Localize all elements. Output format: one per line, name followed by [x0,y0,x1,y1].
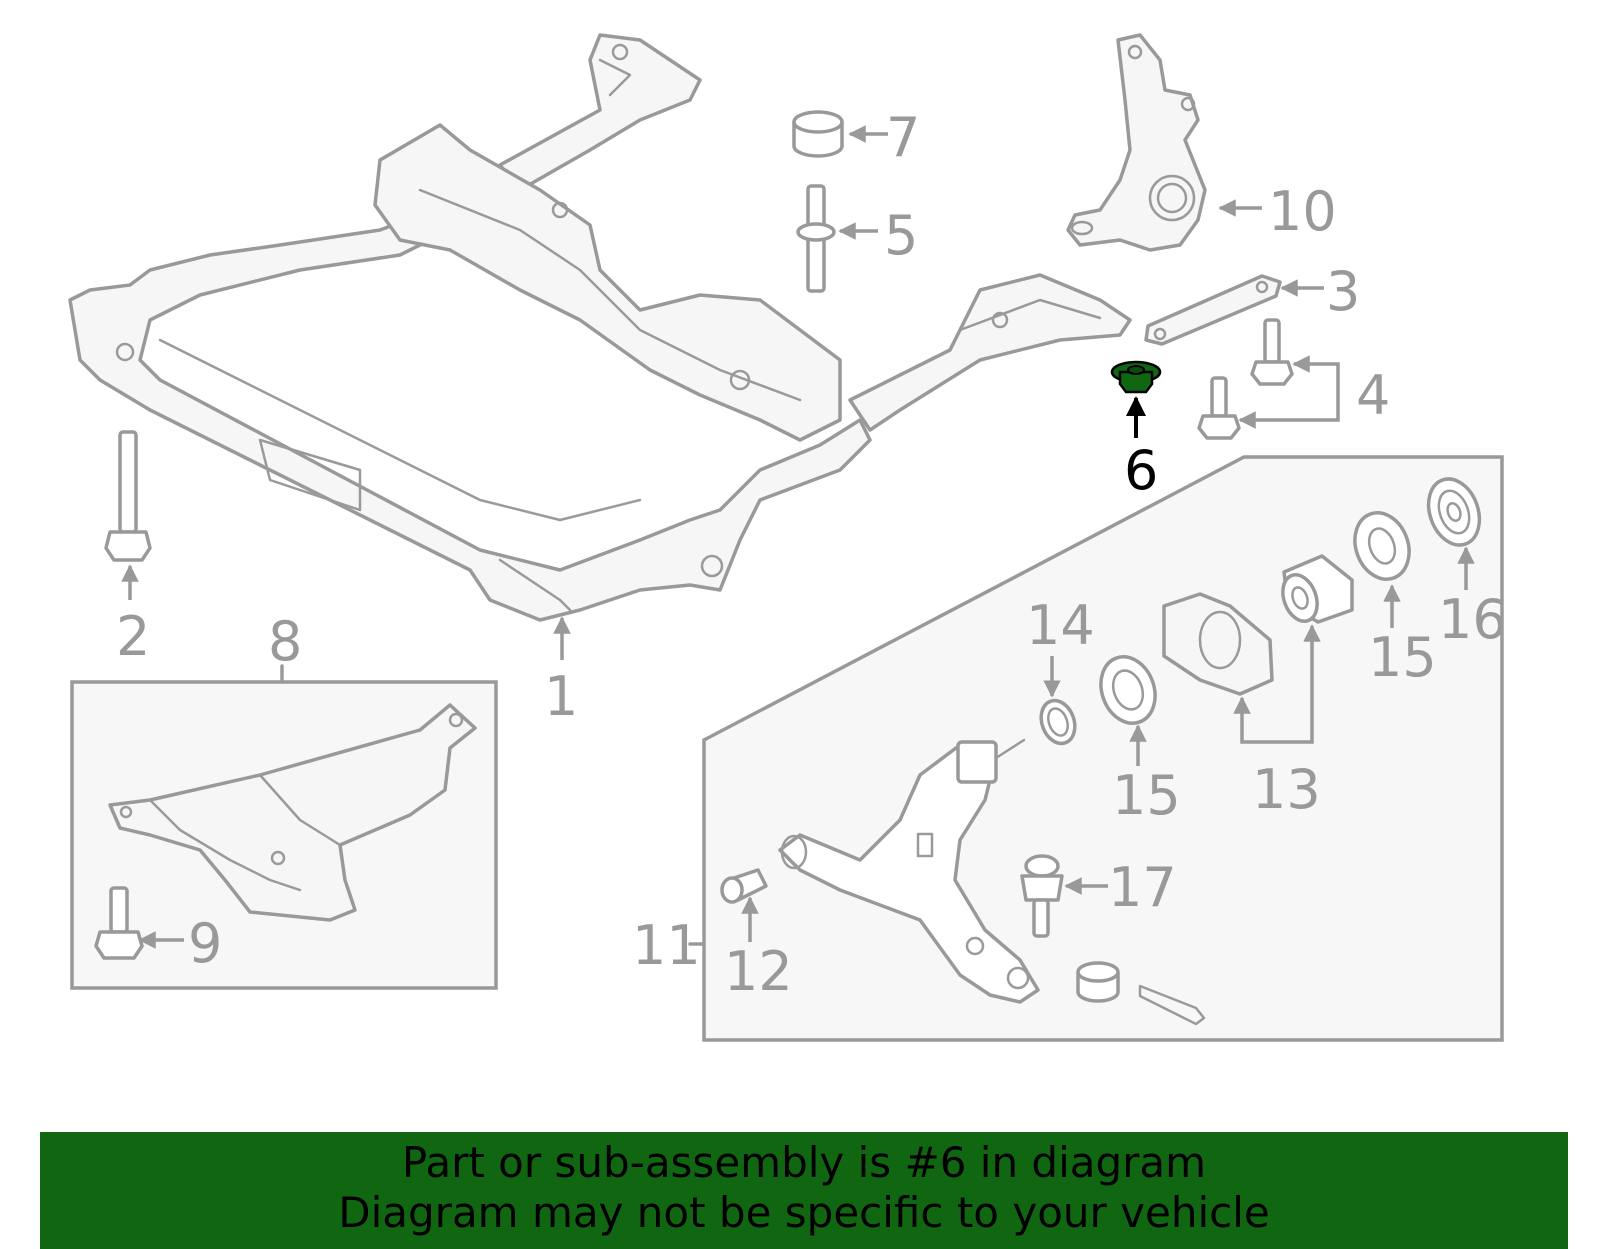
callout-1: 1 [544,665,578,728]
callout-10: 10 [1268,180,1337,243]
callout-16: 16 [1438,588,1507,651]
callout-15a: 15 [1112,764,1181,827]
part-3-bracket [1144,274,1282,346]
part-16-washer [1426,477,1482,547]
banner-line-2: Diagram may not be specific to your vehi… [338,1188,1270,1237]
info-banner: Part or sub-assembly is #6 in diagram Di… [40,1132,1568,1249]
callout-9: 9 [188,912,222,975]
part-9-bolt [94,886,144,960]
callout-14: 14 [1026,594,1095,657]
castle-nut [1076,961,1120,1003]
callout-17: 17 [1108,856,1177,919]
part-15-washer-left [1099,655,1157,725]
callout-3: 3 [1326,260,1360,323]
callout-5: 5 [884,204,918,267]
part-13-bushing-bracket [1162,554,1354,696]
callout-7: 7 [886,106,920,169]
part-4-bolts [1197,318,1294,440]
part-7-collar [792,110,844,158]
part-6-flange-nut-highlighted [1110,360,1162,394]
callout-8: 8 [268,610,302,673]
part-8-undercover [108,703,477,922]
banner-line-1: Part or sub-assembly is #6 in diagram [401,1138,1207,1187]
callout-2: 2 [116,605,150,668]
part-1-subframe [68,33,1132,622]
part-14-washer [1039,698,1077,746]
part-11-control-arm [778,738,1040,1004]
part-2-bolt [104,430,152,562]
part-5-stud [796,184,836,293]
part-15-washer-right [1353,511,1411,581]
callout-6: 6 [1124,439,1158,502]
part-12-bushing [720,868,768,904]
part-10-knuckle [1066,33,1207,252]
callout-13: 13 [1252,758,1321,821]
callout-12: 12 [724,940,793,1003]
callout-4: 4 [1356,364,1390,427]
part-17-ball-joint [1020,854,1064,938]
cotter-pin [1138,984,1206,1026]
callout-15b: 15 [1368,626,1437,689]
